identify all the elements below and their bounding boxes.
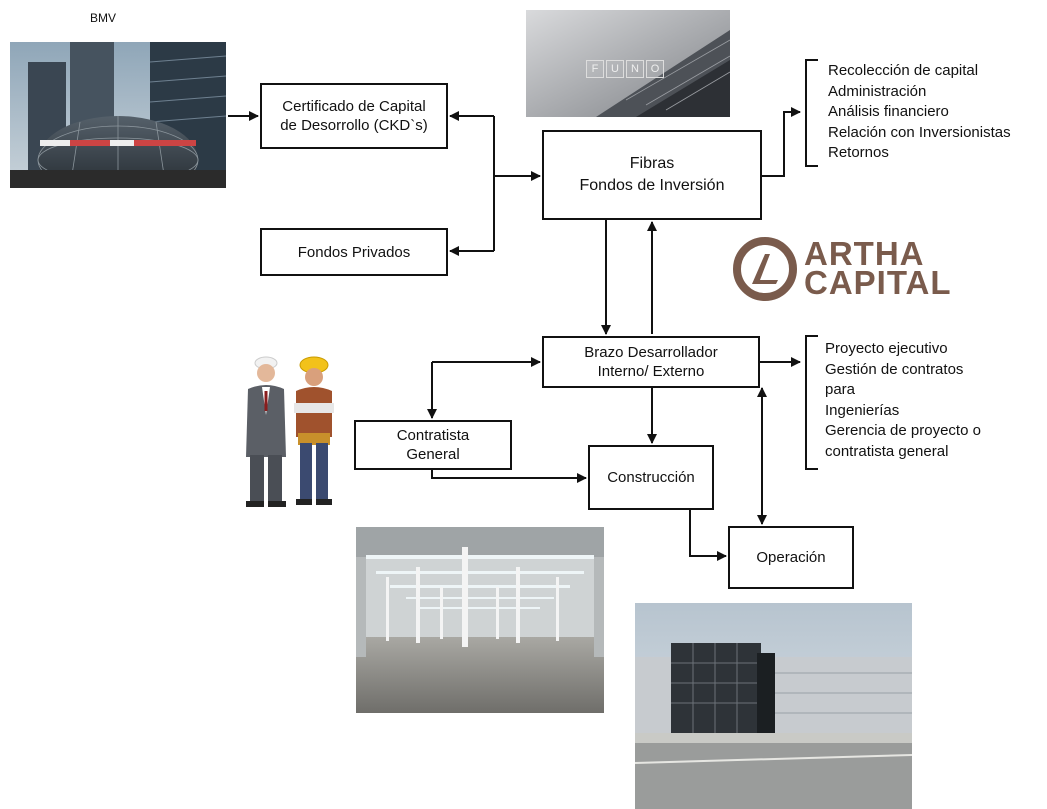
brazo-functions-list: Proyecto ejecutivo Gestión de contratos … — [825, 339, 981, 462]
list-item: Gestión de contratos — [825, 360, 964, 378]
funo-logo: F U N O — [586, 60, 664, 78]
funo-letter: O — [646, 60, 664, 78]
list-item: Ingenierías — [825, 401, 900, 419]
fibras-functions-list: Recolección de capital Administración An… — [828, 61, 1011, 164]
warehouse-interior-photo — [356, 527, 604, 713]
construccion-box: Construcción — [588, 445, 714, 510]
bmv-building-photo — [10, 42, 226, 188]
fondos-privados-box: Fondos Privados — [260, 228, 448, 276]
fondos-privados-label: Fondos Privados — [297, 243, 411, 261]
list-item: contratista general — [825, 442, 949, 460]
list-item: para — [825, 381, 856, 398]
artha-mark-icon — [733, 237, 797, 301]
artha-wordmark-line2: CAPITAL — [804, 264, 952, 301]
brazo-label-line1: Brazo Desarrollador — [584, 344, 718, 361]
operacion-label: Operación — [756, 549, 826, 566]
funo-letter: F — [586, 60, 604, 78]
fibras-box: Fibras Fondos de Inversión — [542, 130, 762, 220]
workers-photo — [226, 345, 350, 521]
contratista-general-box: Contratista General — [354, 420, 512, 470]
ckd-label-line1: Certificado de Capital — [282, 98, 426, 115]
funo-letter: N — [626, 60, 644, 78]
list-item: Gerencia de proyecto o — [825, 422, 981, 439]
ckd-box: Certificado de Capital de Desorrollo (CK… — [260, 83, 448, 149]
contratista-label-line2: General — [406, 446, 460, 463]
list-item: Relación con Inversionistas — [828, 123, 1011, 141]
fibras-label-line1: Fibras — [629, 155, 675, 172]
contratista-label-line1: Contratista — [396, 427, 470, 444]
list-item: Recolección de capital — [828, 62, 979, 79]
artha-wordmark-line1: ARTHA — [804, 235, 925, 272]
list-item: Proyecto ejecutivo — [825, 340, 948, 357]
ckd-label-line2: de Desorrollo (CKD`s) — [280, 117, 428, 134]
list-item: Administración — [828, 82, 927, 100]
funo-building-photo: F U N O — [526, 10, 730, 117]
list-item: Retornos — [828, 144, 889, 161]
brazo-label-line2: Interno/ Externo — [597, 363, 705, 380]
operacion-box: Operación — [728, 526, 854, 589]
list-item: Análisis financiero — [828, 103, 949, 120]
brazo-desarrollador-box: Brazo Desarrollador Interno/ Externo — [542, 336, 760, 388]
artha-capital-logo: ARTHA CAPITAL — [732, 235, 951, 302]
fibras-label-line2: Fondos de Inversión — [579, 177, 725, 194]
funo-letter: U — [606, 60, 624, 78]
warehouse-exterior-photo — [635, 603, 912, 809]
bmv-caption: BMV — [90, 11, 117, 25]
construccion-label: Construcción — [607, 469, 695, 486]
